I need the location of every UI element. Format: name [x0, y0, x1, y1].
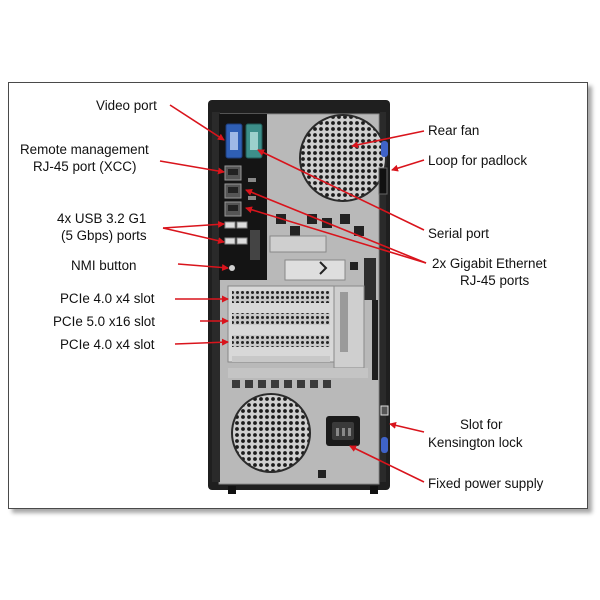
label-remote-mgmt-line1: Remote management	[20, 142, 149, 157]
label-kensington-line1: Slot for	[460, 417, 503, 432]
label-serial-port: Serial port	[428, 226, 489, 241]
label-nmi-button: NMI button	[71, 258, 137, 273]
usb-port-4	[236, 237, 248, 245]
callout-usb-1	[162, 220, 225, 229]
callout-padlock	[391, 159, 425, 172]
callout-usb-2	[162, 227, 225, 245]
usb-port-3	[224, 237, 236, 245]
usb-port-1	[224, 221, 236, 229]
label-pcie-slot-3: PCIe 4.0 x4 slot	[60, 337, 155, 352]
psu-fan	[231, 393, 311, 473]
label-video-port: Video port	[96, 98, 157, 113]
nmi-button-hole	[229, 265, 235, 271]
label-power-supply: Fixed power supply	[428, 476, 544, 491]
callout-serial	[257, 149, 425, 231]
callout-kensington	[389, 421, 425, 433]
label-pcie-slot-1: PCIe 4.0 x4 slot	[60, 291, 155, 306]
label-gigabit-line1: 2x Gigabit Ethernet	[432, 256, 547, 271]
callout-ethernet-2	[245, 206, 427, 264]
callout-rear-fan	[351, 130, 425, 149]
pcie-slot-2-bracket	[232, 313, 330, 325]
label-gigabit-line2: RJ-45 ports	[460, 273, 530, 288]
callout-video-port	[169, 104, 225, 141]
label-usb-line1: 4x USB 3.2 G1	[57, 211, 146, 226]
callout-lines	[159, 104, 427, 483]
panel-details	[269, 214, 378, 380]
label-pcie-slot-2: PCIe 5.0 x16 slot	[53, 314, 155, 329]
pcie-slots	[227, 285, 368, 388]
io-panel	[219, 114, 267, 280]
label-kensington-line2: Kensington lock	[428, 435, 523, 450]
thumbscrew-bottom	[381, 437, 388, 453]
label-usb-line2: (5 Gbps) ports	[61, 228, 147, 243]
label-loop-padlock: Loop for padlock	[428, 153, 527, 168]
callout-pcie-3	[174, 338, 229, 346]
callout-nmi	[177, 263, 229, 272]
callout-remote-mgmt	[159, 160, 225, 175]
kensington-slot-icon	[380, 405, 389, 416]
callout-power-supply	[349, 445, 425, 483]
thumbscrew-top	[381, 141, 388, 157]
label-remote-mgmt-line2: RJ-45 port (XCC)	[33, 159, 136, 174]
power-socket-icon	[326, 416, 360, 446]
pcie-slot-3-bracket	[232, 335, 330, 347]
usb-port-2	[236, 221, 248, 229]
pcie-slot-1-bracket	[232, 291, 330, 303]
label-rear-fan: Rear fan	[428, 123, 479, 138]
callout-ethernet-1	[245, 189, 427, 264]
padlock-loop-icon	[378, 167, 388, 195]
rear-fan	[299, 114, 387, 202]
